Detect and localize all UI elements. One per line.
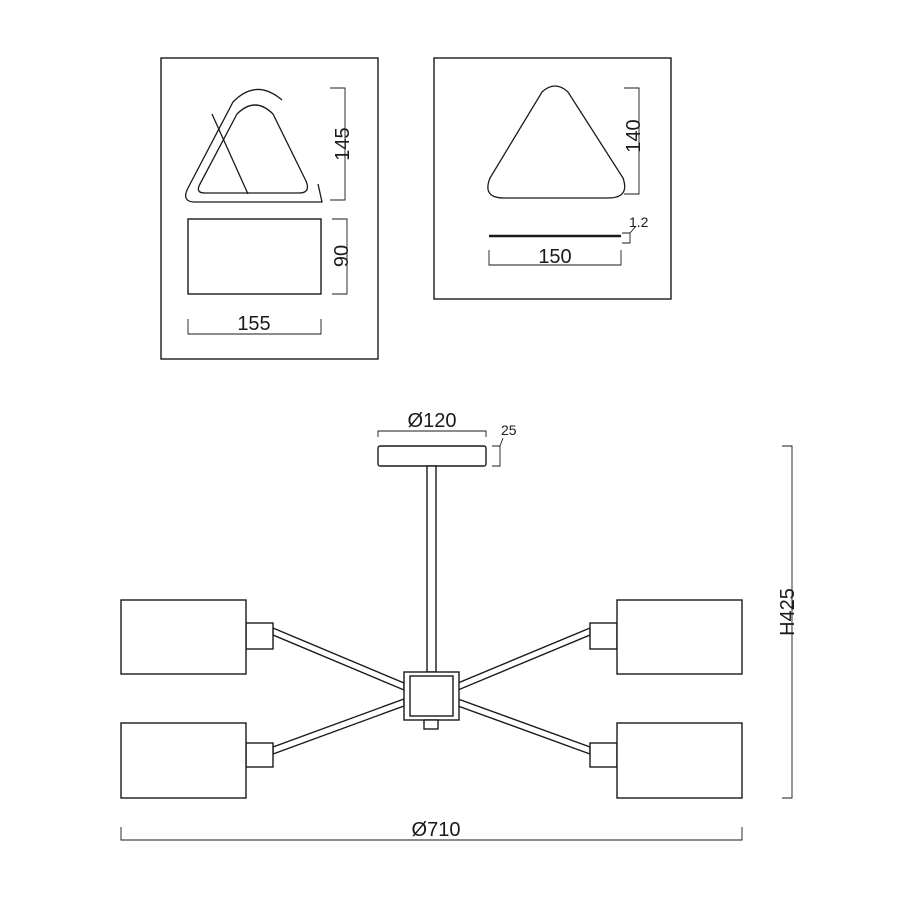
suspension-rod [426, 465, 437, 673]
panel-frame-right [433, 57, 672, 300]
shade-side-view [187, 218, 322, 295]
dimension-label-height: H425 [777, 588, 799, 636]
arm-lower-left [272, 697, 405, 756]
dimension-line-1-2 [622, 232, 631, 244]
arm-lower-right [457, 698, 591, 755]
dimension-label-1-2: 1.2 [629, 214, 649, 230]
arm-upper-right [457, 626, 591, 692]
dimension-label-155: 155 [237, 313, 270, 335]
shade-lower-right [616, 722, 743, 799]
socket-lower-right [589, 742, 618, 768]
dimension-leader-25 [499, 437, 504, 447]
dimension-line-90 [332, 218, 348, 295]
socket-upper-right [589, 622, 618, 650]
dimension-label-canopy: Ø120 [408, 410, 457, 432]
shade-lower-left [120, 722, 247, 799]
triangle-shade-inner [197, 104, 309, 194]
socket-lower-left [245, 742, 274, 768]
triangle-plate [487, 85, 626, 199]
socket-upper-left [245, 622, 274, 650]
dimension-line-diameter [120, 827, 743, 841]
ceiling-canopy [377, 445, 487, 467]
dimension-line-140 [624, 87, 640, 195]
shade-upper-left [120, 599, 247, 675]
dimension-line-155 [187, 319, 322, 335]
hub-finial [423, 719, 439, 730]
detail-panel-left: 145 90 155 [160, 57, 379, 360]
panel-frame-left [160, 57, 379, 360]
shade-upper-right [616, 599, 743, 675]
dimension-label-145: 145 [332, 127, 354, 160]
dimension-line-25 [492, 445, 501, 467]
detail-panel-right: 140 1.2 150 [433, 57, 672, 300]
triangle-shade-outer [185, 88, 323, 203]
dimension-label-150: 150 [538, 246, 571, 268]
dimension-line-145 [330, 87, 346, 201]
dimension-label-90: 90 [331, 245, 353, 267]
dimension-line-height [782, 445, 793, 799]
dimension-label-25: 25 [501, 422, 517, 438]
arm-upper-left [272, 626, 405, 692]
central-hub-inner [409, 675, 454, 717]
dimension-leader-1-2 [629, 225, 637, 234]
dimension-label-diameter: Ø710 [412, 819, 461, 841]
shade-section-line [211, 113, 249, 195]
chandelier-elevation: Ø120 25 H425 [120, 410, 799, 841]
dimension-line-canopy [377, 430, 487, 437]
dimension-label-140: 140 [623, 119, 645, 152]
dimension-line-150 [488, 250, 622, 266]
